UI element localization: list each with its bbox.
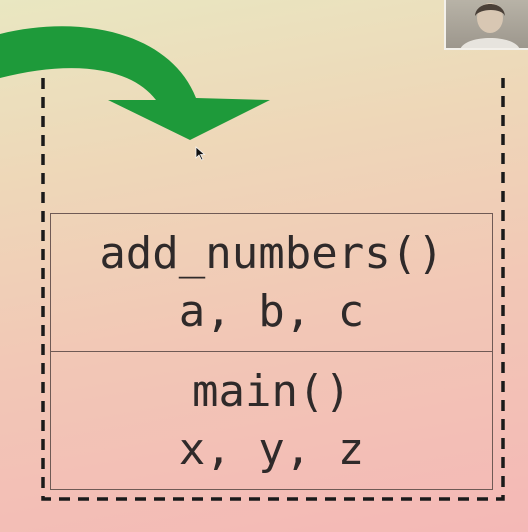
function-name: main() [192, 365, 351, 417]
stack-frame-main: main() x, y, z [51, 351, 492, 489]
function-name: add_numbers() [99, 227, 444, 279]
person-hair [475, 4, 505, 16]
person-shoulders [461, 38, 519, 48]
function-variables: a, b, c [178, 285, 365, 337]
presenter-webcam [444, 0, 528, 50]
curved-arrow-down-icon [0, 26, 270, 140]
mouse-pointer-icon [195, 146, 206, 161]
stack-frame-add-numbers: add_numbers() a, b, c [51, 214, 492, 351]
call-stack: add_numbers() a, b, c main() x, y, z [50, 213, 493, 490]
stack-container-outline [41, 78, 505, 501]
function-variables: x, y, z [178, 423, 365, 475]
